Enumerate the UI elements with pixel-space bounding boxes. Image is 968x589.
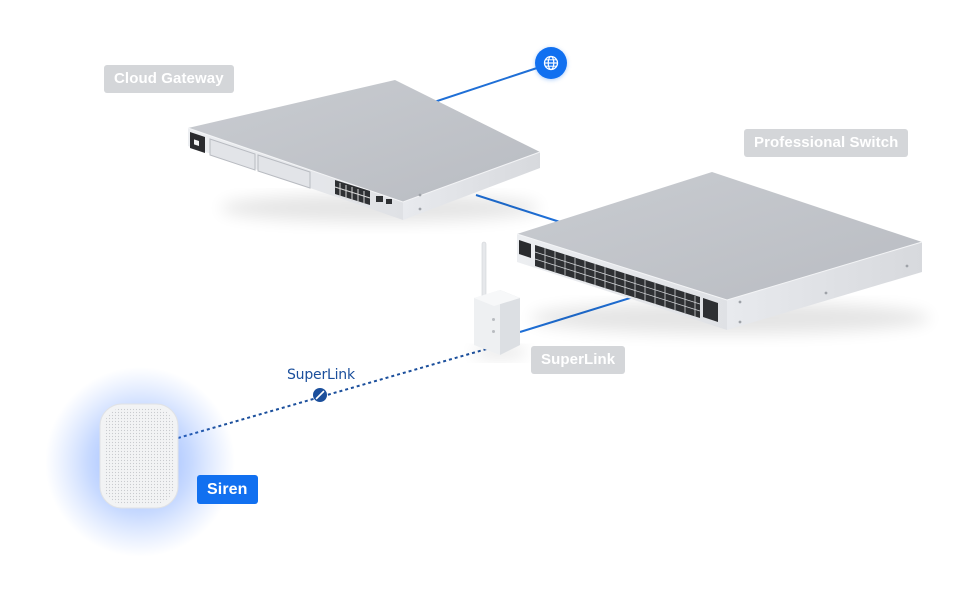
siren-device	[45, 367, 235, 557]
globe-icon	[535, 47, 567, 79]
superlink-label: SuperLink	[531, 346, 626, 374]
cloud-gateway-label: Cloud Gateway	[104, 65, 234, 93]
wireless-link-label: SuperLink	[287, 367, 355, 383]
wireless-superlink-line	[177, 347, 491, 439]
cloud-gateway-device	[187, 80, 541, 222]
superlink-device	[472, 241, 528, 358]
professional-switch-device	[516, 172, 930, 334]
professional-switch-label: Professional Switch	[744, 129, 909, 157]
link-icon	[313, 388, 327, 402]
siren-label: Siren	[197, 475, 258, 504]
